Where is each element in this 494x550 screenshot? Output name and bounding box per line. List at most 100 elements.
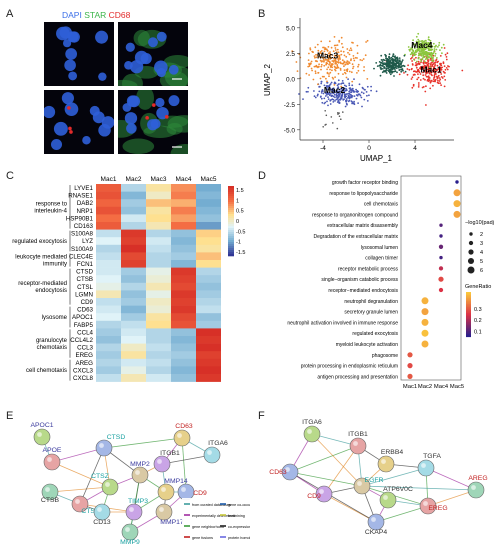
umap-point [350, 96, 353, 99]
network-f-node-label: ITGA6 [302, 419, 322, 426]
network-e-node [153, 455, 171, 473]
star-label: STAR [84, 10, 107, 20]
umap-point [417, 49, 420, 51]
dotplot-size-legend-dot [468, 240, 474, 246]
network-f-node-label: CD9 [307, 493, 321, 500]
heatmap-cell [196, 252, 221, 261]
umap-point [327, 52, 330, 55]
umap-point [394, 66, 397, 69]
dotplot-size-legend-label: 3 [480, 241, 483, 247]
heatmap-cell [146, 267, 171, 276]
umap-point [326, 80, 328, 83]
dotplot-dot [453, 189, 461, 197]
network-f-node-label: CKAP4 [365, 529, 388, 536]
umap-point [436, 81, 439, 84]
umap-point [429, 69, 432, 72]
umap-xlabel: UMAP_1 [360, 154, 393, 163]
umap-point [440, 73, 443, 75]
umap-point [330, 99, 332, 101]
dotplot-ratio-legend-bar [466, 298, 471, 300]
dotplot-dot [407, 363, 413, 369]
umap-point [319, 77, 322, 80]
panel-letter-b: B [258, 8, 266, 20]
network-e-node [93, 503, 111, 521]
umap-point [334, 68, 336, 71]
heatmap-legend-bar [228, 222, 234, 225]
umap-point [335, 62, 337, 65]
umap-point [321, 75, 324, 78]
umap-point [426, 78, 429, 81]
umap-point [324, 110, 326, 112]
heatmap-legend-tick: 1.5 [236, 188, 244, 194]
umap-point [340, 87, 343, 90]
heatmap-row-label: CTSB [76, 276, 93, 283]
dotplot-ratio-legend-bar [466, 334, 471, 336]
dotplot-ratio-legend-bar [466, 311, 471, 314]
heatmap-legend-bar [228, 186, 234, 189]
umap-point [438, 70, 441, 72]
dotplot-dot [438, 276, 444, 282]
dotplot-term: growth factor receptor binding [332, 180, 398, 186]
umap-point [409, 50, 411, 52]
heatmap-cell [121, 237, 146, 246]
umap-point [327, 56, 330, 59]
umap-point [323, 102, 326, 105]
umap-point [422, 86, 425, 88]
umap-point [438, 44, 440, 47]
umap-point [434, 68, 436, 71]
umap-point [366, 39, 369, 42]
umap-point [423, 69, 426, 72]
heatmap-cell [196, 336, 221, 344]
dotplot-term: extracellular matrix disassembly [327, 223, 398, 229]
umap-point [403, 54, 406, 57]
umap-xtick: -4 [320, 145, 326, 152]
umap-point [345, 89, 348, 92]
umap-point [411, 45, 414, 47]
heatmap-row-label: CCL3 [77, 345, 93, 352]
umap-point [401, 68, 404, 70]
umap-point [321, 101, 324, 104]
umap-point [356, 52, 359, 55]
umap-point [323, 50, 326, 53]
umap-point [325, 85, 328, 88]
umap-point [330, 81, 333, 84]
umap-point [334, 82, 337, 85]
umap-point [431, 63, 434, 66]
heatmap-cell [146, 275, 171, 284]
heatmap-row-label: LYVE1 [74, 185, 93, 192]
umap-point [428, 56, 431, 58]
umap-point [385, 67, 388, 70]
network-e-node [173, 429, 191, 447]
heatmap-cell [146, 351, 171, 360]
dotplot-size-legend-label: 6 [480, 268, 483, 274]
umap-point [348, 82, 351, 85]
heatmap-cell [121, 267, 146, 276]
umap-point [313, 65, 316, 68]
heatmap-legend-bar [228, 194, 234, 197]
umap-point [438, 77, 441, 79]
umap-point [430, 56, 433, 59]
umap-point [392, 53, 395, 56]
umap-point [422, 62, 425, 65]
umap-point [410, 68, 413, 71]
heatmap-cell [146, 206, 171, 215]
heatmap-cell [146, 305, 171, 314]
umap-point [429, 45, 431, 48]
umap-point [336, 60, 338, 63]
heatmap-cell [146, 328, 171, 337]
umap-point [382, 64, 384, 66]
heatmap-cell [196, 305, 221, 314]
umap-point [370, 85, 372, 88]
umap-point [337, 112, 339, 114]
umap-point [445, 58, 448, 61]
network-e-node [43, 453, 61, 471]
umap-point [411, 63, 414, 65]
umap-cluster-label: Mac1 [420, 65, 442, 75]
umap-point [337, 51, 340, 54]
umap-point [437, 76, 439, 78]
dotplot-dot [407, 352, 413, 358]
umap-point [404, 70, 407, 73]
umap-point [320, 92, 323, 94]
umap-point [366, 78, 369, 80]
